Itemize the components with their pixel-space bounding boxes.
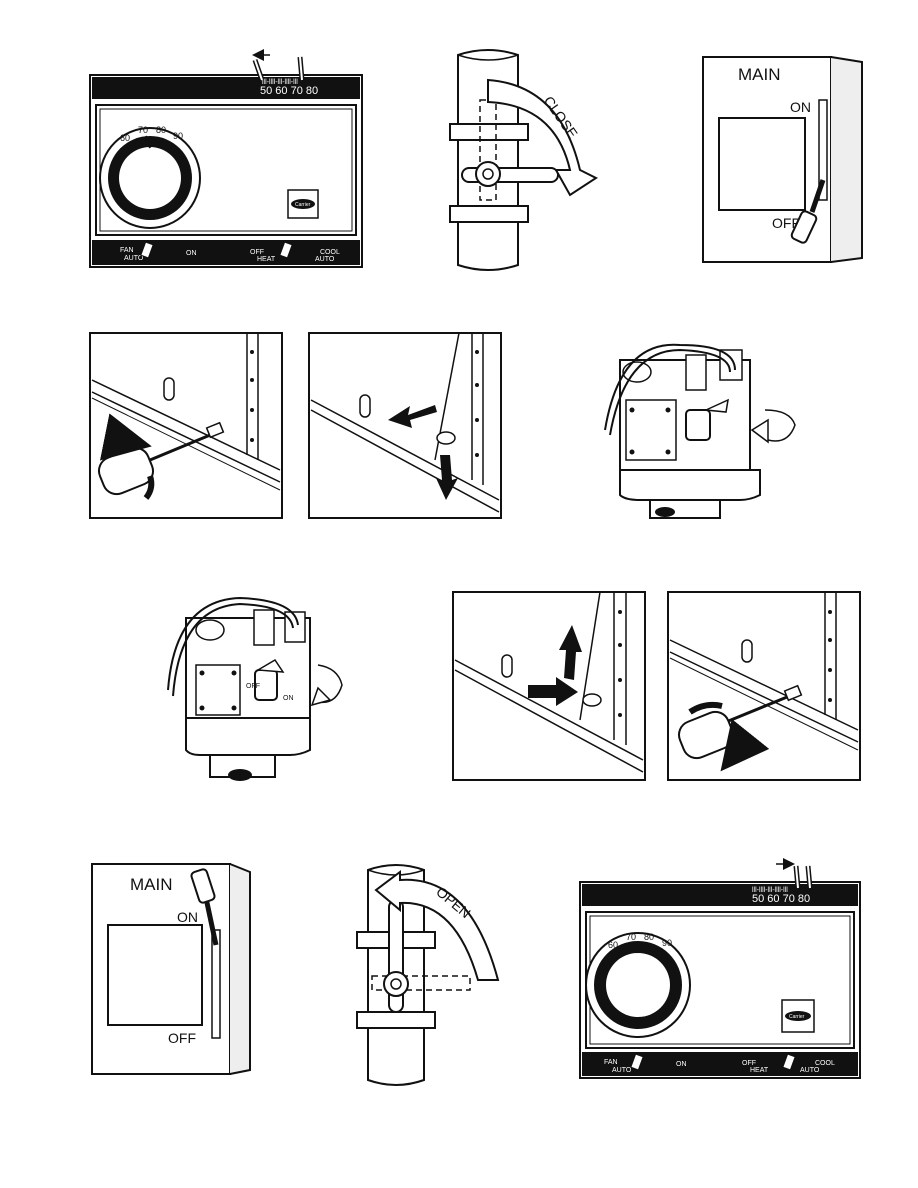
slide-down-arrow [436, 455, 458, 500]
gas-cock-open: OPEN [356, 864, 500, 1086]
switch-handle [790, 210, 818, 244]
auto-label: AUTO [800, 1067, 820, 1074]
thermostat-after: 50 60 70 80 lll-llll-lll-llll-lll 60 70 … [579, 858, 861, 1079]
dial-mark: 60 [608, 940, 618, 950]
slide-left-arrow [388, 405, 437, 428]
panel-replace [452, 591, 646, 781]
dial-mark: 90 [662, 938, 672, 948]
off-label: OFF [772, 215, 800, 231]
scale-ticks: lll-llll-lll-llll-lll [262, 79, 298, 86]
fan-label: FAN [604, 1059, 618, 1066]
panel-screw-tighten [667, 591, 861, 781]
off-label: OFF [250, 249, 264, 256]
cool-label: COOL [320, 249, 340, 256]
main-switch-off: MAIN ON OFF [702, 56, 863, 263]
off-label: OFF [168, 1030, 196, 1046]
fan-label: FAN [120, 247, 134, 254]
main-switch-on: MAIN ON OFF [91, 863, 251, 1075]
gas-valve-on: OFF ON [167, 596, 343, 781]
on-label: ON [177, 909, 198, 925]
thermostat-before: 50 60 70 80 lll-llll-lll-llll-lll 60 70 … [89, 49, 363, 268]
dial-mark: 60 [120, 133, 130, 143]
scale-numbers: 50 60 70 80 [260, 85, 318, 97]
open-arrow [374, 870, 500, 981]
turn-arrow [764, 409, 796, 442]
cool-label: COOL [815, 1060, 835, 1067]
dial-mark: 70 [138, 125, 148, 135]
scale-numbers: 50 60 70 80 [752, 893, 810, 905]
brand-logo: Carrier [295, 202, 311, 208]
on-label: ON [676, 1061, 687, 1068]
auto-label: AUTO [124, 255, 144, 262]
dial-mark: 70 [626, 932, 636, 942]
dial-mark: 80 [156, 125, 166, 135]
gas-valve-off [604, 343, 796, 519]
off-label: OFF [246, 683, 260, 690]
close-arrow [487, 78, 599, 197]
on-label: ON [186, 250, 197, 257]
slide-up-arrow [559, 625, 582, 680]
panel-screw-loosen [89, 332, 283, 519]
scale-ticks: lll-llll-lll-llll-lll [752, 887, 788, 894]
heat-label: HEAT [750, 1067, 769, 1074]
dial-mark: 90 [173, 131, 183, 141]
brand-logo: Carrier [789, 1014, 805, 1020]
main-label: MAIN [130, 875, 173, 894]
on-label: ON [790, 99, 811, 115]
on-label: ON [283, 695, 294, 702]
panel-remove [308, 332, 502, 519]
auto-label: AUTO [612, 1067, 632, 1074]
gas-cock-close: CLOSE [449, 49, 599, 271]
dial-mark: 80 [644, 932, 654, 942]
off-label: OFF [742, 1060, 756, 1067]
heat-label: HEAT [257, 256, 276, 263]
switch-handle [190, 868, 216, 904]
auto-label: AUTO [315, 256, 335, 263]
slide-right-arrow [528, 677, 578, 706]
main-label: MAIN [738, 65, 781, 84]
